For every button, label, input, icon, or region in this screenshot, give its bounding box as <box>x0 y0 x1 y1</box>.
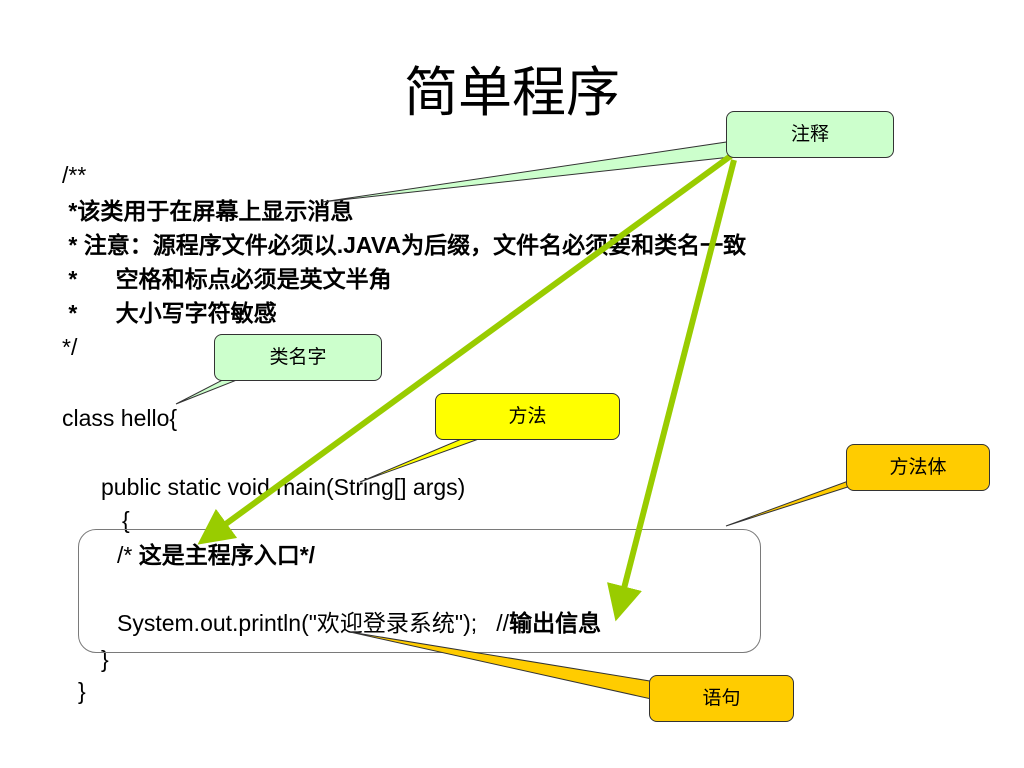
note-text-c: 为后缀，文件名必须要和类名一致 <box>401 232 747 258</box>
code-line-brace-close-class: } <box>78 678 86 704</box>
note-text-a: * 注意：源程序文件必须以 <box>62 232 337 258</box>
statement-callout: 语句 <box>649 675 794 722</box>
comment-arrow-to-inline <box>197 152 734 545</box>
class-name-callout: 类名字 <box>214 334 382 381</box>
inline-comment-close: */ <box>299 542 316 568</box>
code-line-comment-case: * 大小写字符敏感 <box>62 300 277 326</box>
inline-comment-open: /* <box>117 542 139 568</box>
code-line-method: public static void main(String[] args) <box>101 474 466 500</box>
code-line-comment-desc: *该类用于在屏幕上显示消息 <box>62 198 354 224</box>
statement-callout-tail <box>349 631 657 701</box>
comment-callout: 注释 <box>726 111 894 158</box>
code-line-brace-close-method: } <box>101 646 109 672</box>
code-line-comment-note: * 注意：源程序文件必须以.JAVA为后缀，文件名必须要和类名一致 <box>62 230 746 260</box>
code-line-brace-open: { <box>122 507 130 533</box>
code-line-println: System.out.println("欢迎登录系统"); //输出信息 <box>117 608 601 639</box>
code-line-class: class hello{ <box>62 405 178 431</box>
println-suffix: "); // <box>454 610 510 636</box>
println-comment: 输出信息 <box>509 610 602 636</box>
println-string: 欢迎登录系统 <box>316 611 455 637</box>
code-line-comment-space: * 空格和标点必须是英文半角 <box>62 266 392 292</box>
println-prefix: System.out.println(" <box>117 610 317 636</box>
method-callout: 方法 <box>435 393 620 440</box>
code-line-inline-comment: /* 这是主程序入口*/ <box>117 540 315 570</box>
method-callout-label: 方法 <box>508 405 547 427</box>
code-line-comment-close: */ <box>62 334 78 360</box>
comment-callout-label: 注释 <box>790 123 829 145</box>
method-body-callout-label: 方法体 <box>889 456 947 478</box>
code-line-comment-open: /** <box>62 162 87 188</box>
method-body-box <box>78 529 761 653</box>
slide-title: 简单程序 <box>404 61 620 124</box>
inline-comment-text: 这是主程序入口 <box>138 542 300 568</box>
note-text-java: .JAVA <box>336 232 402 258</box>
class-name-callout-label: 类名字 <box>269 346 327 368</box>
comment-arrow-to-println <box>607 159 737 622</box>
method-body-callout: 方法体 <box>846 444 990 491</box>
statement-callout-label: 语句 <box>702 687 741 709</box>
